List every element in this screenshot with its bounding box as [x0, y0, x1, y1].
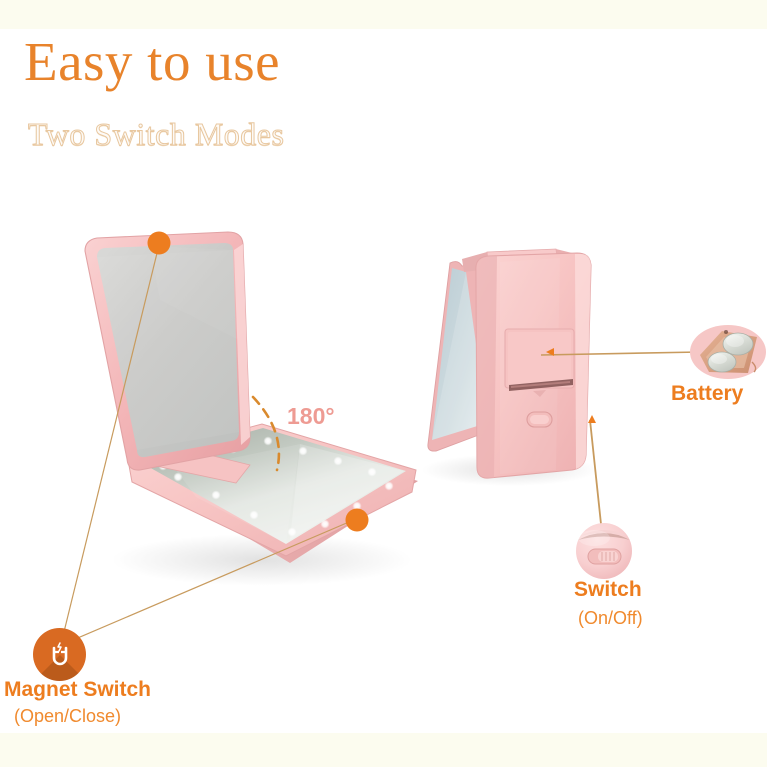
switch-callout-magnifier: [576, 523, 632, 579]
angle-label: 180°: [287, 403, 335, 429]
battery-label: Battery: [671, 382, 744, 405]
marker-dot-top: [147, 231, 171, 255]
battery-callout-magnifier: [690, 325, 766, 379]
rear-leaf-glass: [432, 268, 487, 440]
switch-label: Switch: [574, 578, 642, 601]
coin-cell-bottom: [707, 351, 737, 373]
magnet-icon[interactable]: [33, 628, 86, 681]
magnet-icon-glyph: [33, 628, 86, 681]
connector-lines: [61, 244, 701, 644]
switch-sublabel: (On/Off): [578, 608, 643, 628]
page-title: Easy to use: [24, 31, 281, 92]
page-subtitle: Two Switch Modes: [27, 116, 285, 152]
magnet-switch-label: Magnet Switch: [4, 678, 152, 701]
magnet-marker-dots[interactable]: [147, 231, 369, 532]
upper-panel-glass: [97, 243, 239, 458]
magnet-switch-sublabel: (Open/Close): [14, 706, 122, 726]
coin-cell-top: [722, 332, 754, 356]
top-band: [0, 0, 767, 29]
bottom-band: [0, 733, 767, 767]
marker-dot-bottom: [345, 508, 369, 532]
product-standing-mirror: [422, 248, 598, 486]
product-open-flat-mirror: [84, 231, 418, 586]
angle-arc: [251, 395, 281, 472]
